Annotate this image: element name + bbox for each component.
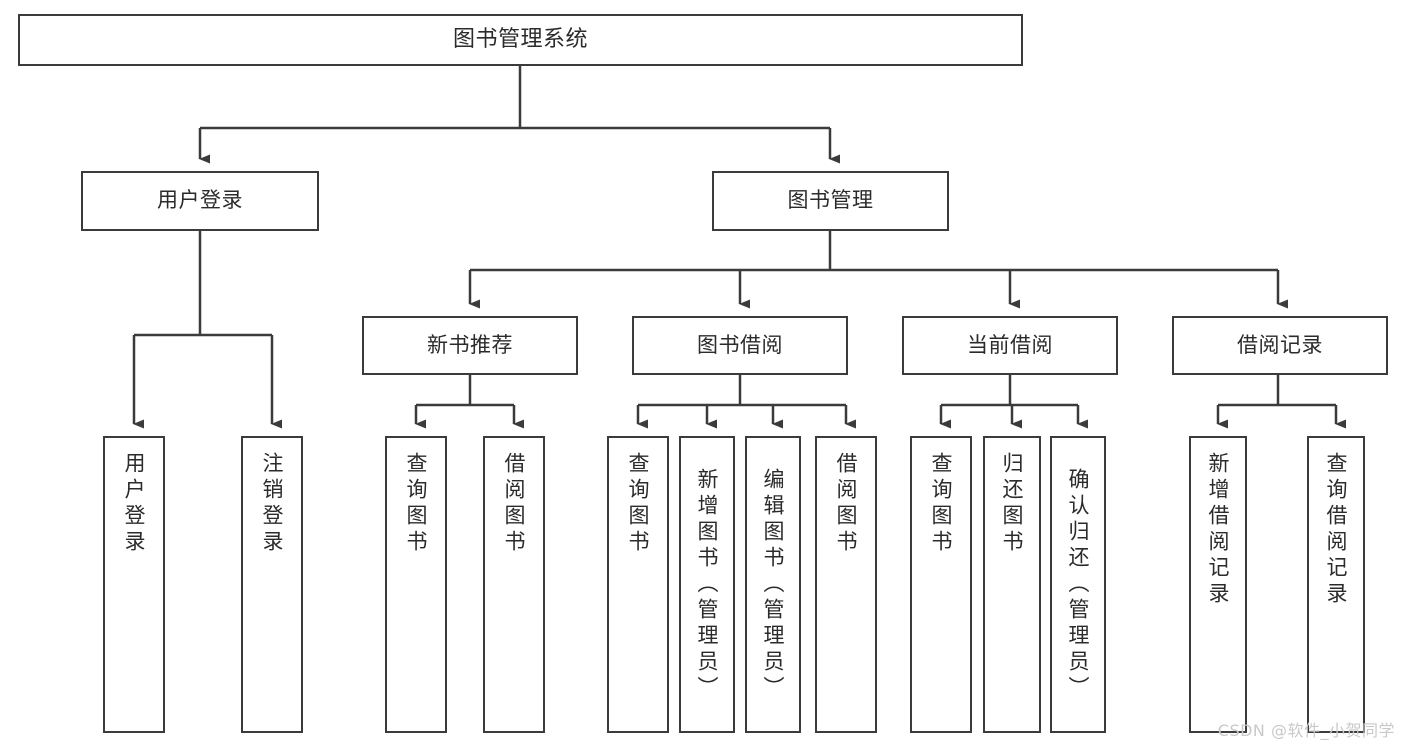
watermark: CSDN @软件_小贺同学 <box>1217 721 1395 740</box>
leaf-query-book-current-label: 查询图书 <box>929 452 954 556</box>
node-user-login[interactable]: 用户登录 <box>81 171 319 231</box>
leaf-query-book-recommend-label: 查询图书 <box>404 452 429 556</box>
leaf-query-book-borrow-label: 查询图书 <box>626 452 651 556</box>
leaf-user-login-label: 用户登录 <box>122 452 147 556</box>
leaf-query-borrow-record[interactable]: 查询借阅记录 <box>1307 436 1365 733</box>
leaf-query-book-recommend[interactable]: 查询图书 <box>385 436 447 733</box>
node-root[interactable]: 图书管理系统 <box>18 14 1023 66</box>
node-user-login-label: 用户登录 <box>157 188 243 213</box>
leaf-borrow-book[interactable]: 借阅图书 <box>815 436 877 733</box>
node-borrow-record[interactable]: 借阅记录 <box>1172 316 1388 375</box>
leaf-return-book-label: 归还图书 <box>1000 452 1025 556</box>
leaf-logout-label: 注销登录 <box>260 452 285 556</box>
node-current-borrow-label: 当前借阅 <box>967 332 1053 357</box>
node-current-borrow[interactable]: 当前借阅 <box>902 316 1118 375</box>
node-book-borrow[interactable]: 图书借阅 <box>632 316 848 375</box>
leaf-borrow-book-recommend[interactable]: 借阅图书 <box>483 436 545 733</box>
node-borrow-record-label: 借阅记录 <box>1237 332 1323 357</box>
node-book-borrow-label: 图书借阅 <box>697 332 783 357</box>
leaf-query-book-borrow[interactable]: 查询图书 <box>607 436 669 733</box>
leaf-edit-book-admin[interactable]: 编辑图书（管理员） <box>745 436 801 733</box>
leaf-return-book[interactable]: 归还图书 <box>983 436 1041 733</box>
leaf-confirm-return-admin-label: 确认归还（管理员） <box>1066 467 1091 702</box>
leaf-add-book-admin[interactable]: 新增图书（管理员） <box>679 436 735 733</box>
leaf-borrow-book-label: 借阅图书 <box>834 452 859 556</box>
node-book-management-label: 图书管理 <box>787 188 874 213</box>
node-book-management[interactable]: 图书管理 <box>712 171 949 231</box>
leaf-logout[interactable]: 注销登录 <box>241 436 303 733</box>
leaf-add-book-admin-label: 新增图书（管理员） <box>695 467 720 702</box>
leaf-borrow-book-recommend-label: 借阅图书 <box>502 452 527 556</box>
leaf-edit-book-admin-label: 编辑图书（管理员） <box>761 467 786 702</box>
leaf-add-borrow-record-label: 新增借阅记录 <box>1206 452 1231 608</box>
node-root-label: 图书管理系统 <box>452 26 588 52</box>
node-new-book-recommend-label: 新书推荐 <box>427 332 513 357</box>
leaf-query-book-current[interactable]: 查询图书 <box>910 436 972 733</box>
leaf-query-borrow-record-label: 查询借阅记录 <box>1324 452 1349 608</box>
leaf-confirm-return-admin[interactable]: 确认归还（管理员） <box>1050 436 1106 733</box>
leaf-user-login[interactable]: 用户登录 <box>103 436 165 733</box>
node-new-book-recommend[interactable]: 新书推荐 <box>362 316 578 375</box>
leaf-add-borrow-record[interactable]: 新增借阅记录 <box>1189 436 1247 733</box>
